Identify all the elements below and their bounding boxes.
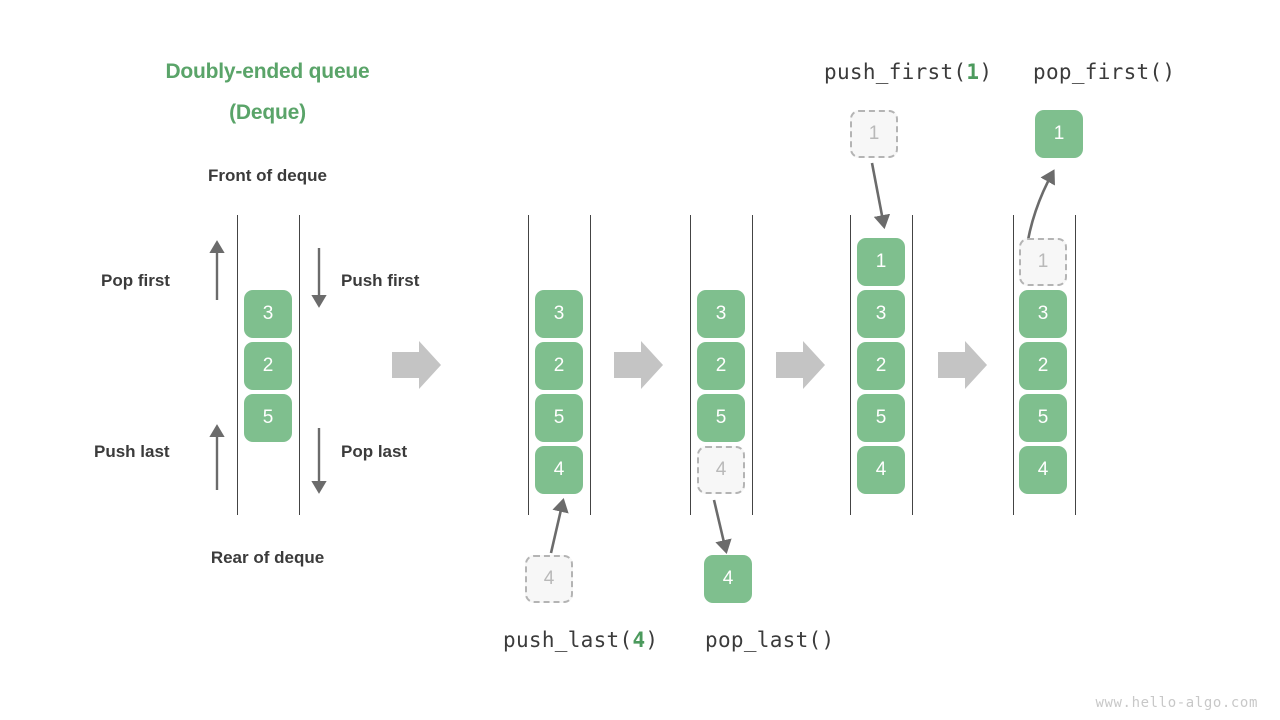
watermark: www.hello-algo.com xyxy=(1095,695,1258,711)
pop-first-caption: pop_first() xyxy=(1033,60,1176,84)
push-last-caption-pre: push_last( xyxy=(503,628,633,652)
push-last-caption-post: ) xyxy=(645,628,659,652)
flow-arrow-1 xyxy=(392,341,441,389)
rail-right-col1 xyxy=(299,215,301,515)
ghost-cell-col3-rear: 4 xyxy=(697,446,745,494)
cell-col3-0: 3 xyxy=(697,290,745,338)
flow-arrow-3 xyxy=(776,341,825,389)
cell-col3-2: 5 xyxy=(697,394,745,442)
rail-left-col5 xyxy=(1013,215,1015,515)
front-of-deque-label: Front of deque xyxy=(208,166,327,185)
ghost-cell-push-first-source: 1 xyxy=(850,110,898,158)
rail-right-col4 xyxy=(912,215,914,515)
pop-last-caption: pop_last() xyxy=(705,628,835,652)
cell-col2-1: 2 xyxy=(535,342,583,390)
flow-arrow-4 xyxy=(938,341,987,389)
cell-col4-2: 2 xyxy=(857,342,905,390)
cell-col2-3: 4 xyxy=(535,446,583,494)
push-first-label: Push first xyxy=(341,271,420,290)
page-title-line2: (Deque) xyxy=(229,101,306,124)
cell-col1-0: 3 xyxy=(244,290,292,338)
cell-col4-4: 4 xyxy=(857,446,905,494)
rail-right-col5 xyxy=(1075,215,1077,515)
page-title-line1: Doubly-ended queue xyxy=(165,60,370,83)
rail-left-col1 xyxy=(237,215,239,515)
cell-col3-1: 2 xyxy=(697,342,745,390)
rail-left-col2 xyxy=(528,215,530,515)
rear-of-deque-label: Rear of deque xyxy=(210,548,325,567)
cell-col1-2: 5 xyxy=(244,394,292,442)
cell-col4-1: 3 xyxy=(857,290,905,338)
cell-pop-last-result: 4 xyxy=(704,555,752,603)
cell-col1-1: 2 xyxy=(244,342,292,390)
push-last-insert-arrow xyxy=(549,497,569,554)
push-first-caption-post: ) xyxy=(979,60,993,84)
push-first-caption-pre: push_first( xyxy=(824,60,967,84)
cell-col5-3: 5 xyxy=(1019,394,1067,442)
cell-pop-first-result: 1 xyxy=(1035,110,1083,158)
flow-arrow-2 xyxy=(614,341,663,389)
rail-left-col3 xyxy=(690,215,692,515)
cell-col5-2: 2 xyxy=(1019,342,1067,390)
ghost-cell-col5-front: 1 xyxy=(1019,238,1067,286)
ghost-cell-push-last-source: 4 xyxy=(525,555,573,603)
rail-right-col3 xyxy=(752,215,754,515)
cell-col5-1: 3 xyxy=(1019,290,1067,338)
push-first-caption-value: 1 xyxy=(966,60,980,84)
rail-right-col2 xyxy=(590,215,592,515)
pop-last-label: Pop last xyxy=(341,442,408,461)
push-last-caption-value: 4 xyxy=(632,628,646,652)
push-last-caption: push_last(4) xyxy=(503,628,658,652)
pop-first-label: Pop first xyxy=(101,271,170,290)
push-first-caption: push_first(1) xyxy=(824,60,992,84)
rail-left-col4 xyxy=(850,215,852,515)
push-last-label: Push last xyxy=(94,442,170,461)
cell-col4-3: 5 xyxy=(857,394,905,442)
pop-last-remove-arrow xyxy=(712,499,732,555)
cell-col5-4: 4 xyxy=(1019,446,1067,494)
cell-col2-2: 5 xyxy=(535,394,583,442)
cell-col2-0: 3 xyxy=(535,290,583,338)
push-first-insert-arrow xyxy=(870,162,891,230)
cell-col4-0: 1 xyxy=(857,238,905,286)
